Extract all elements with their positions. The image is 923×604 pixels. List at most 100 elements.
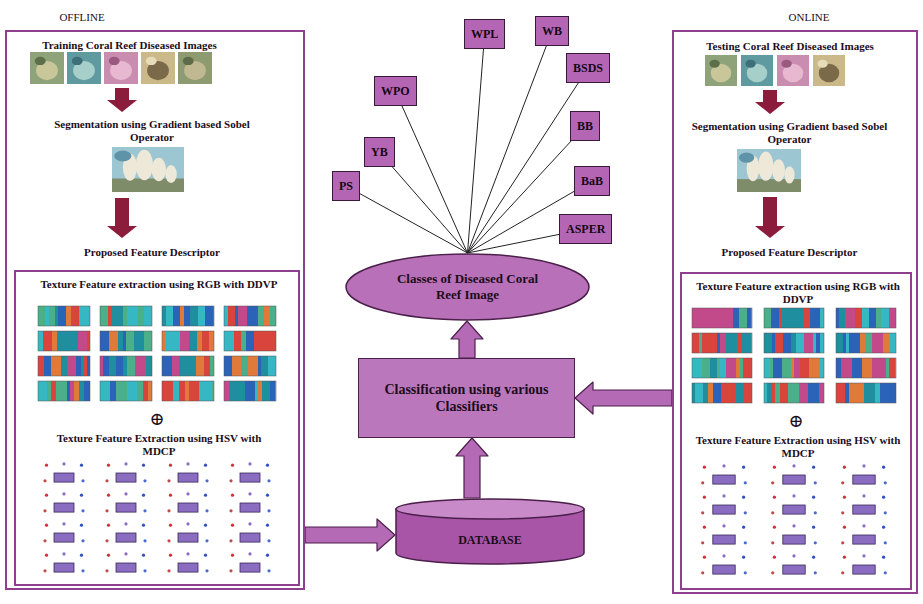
texture-band	[184, 306, 190, 326]
pattern-dot	[771, 511, 774, 514]
thumbnail-ground	[777, 55, 809, 86]
segment-coral	[758, 152, 773, 181]
texture-band	[800, 358, 809, 378]
texture-band	[820, 358, 824, 378]
pattern-dot	[722, 464, 725, 467]
pattern-dot	[744, 541, 747, 544]
texture-band	[740, 358, 743, 378]
text-slot: Segmentation using Gradient based Sobel …	[682, 120, 897, 146]
pattern-dot	[812, 496, 815, 499]
thumbnail-detail	[745, 60, 755, 68]
panel-text: Segmentation using Gradient based Sobel …	[47, 118, 257, 144]
texture-band	[67, 356, 76, 376]
pattern-block	[240, 533, 260, 542]
pattern-dot	[812, 556, 815, 559]
texture-tile	[836, 383, 896, 403]
texture-tile	[692, 358, 752, 378]
node-label: DATABASE	[458, 533, 522, 547]
text-slot: Texture Feature extraction using RGB wit…	[688, 280, 908, 306]
pattern-dot	[773, 466, 776, 469]
panel-text: ONLINE	[754, 11, 864, 24]
texture-band	[57, 331, 67, 351]
pattern-dot	[143, 509, 146, 512]
thumbnail-ground	[141, 52, 175, 84]
text-slot: Texture Feature Extraction using HSV wit…	[688, 434, 908, 460]
pattern-block	[713, 565, 735, 574]
feature-panel: Texture Feature extraction using RGB wit…	[14, 270, 300, 586]
texture-band	[177, 331, 180, 351]
pattern-dot	[124, 462, 127, 465]
thumbnail-ground	[30, 52, 64, 84]
texture-tile	[100, 356, 152, 376]
texture-band	[889, 383, 896, 403]
texture-tile	[38, 331, 90, 351]
texture-band	[836, 358, 841, 378]
segment-coral	[136, 150, 153, 181]
class-label: BaB	[581, 174, 603, 188]
pattern-dot	[266, 554, 269, 557]
texture-band	[134, 331, 137, 351]
pattern-dot	[105, 479, 108, 482]
pattern-dot	[43, 539, 46, 542]
texture-band	[772, 383, 775, 403]
texture-band	[703, 308, 713, 328]
texture-band	[43, 331, 52, 351]
pattern-dot	[792, 554, 795, 557]
pattern-dot	[231, 464, 234, 467]
texture-band	[852, 358, 862, 378]
texture-band	[845, 383, 849, 403]
texture-band	[849, 383, 856, 403]
feature-panel: Texture Feature extraction using RGB wit…	[680, 272, 912, 590]
pattern-dot	[205, 479, 208, 482]
pattern-dot	[167, 479, 170, 482]
texture-band	[81, 356, 84, 376]
pattern-dot	[124, 522, 127, 525]
texture-band	[813, 333, 816, 353]
online-panel: Texture Feature extraction using RGB wit…	[672, 30, 918, 594]
texture-band	[204, 356, 210, 376]
texture-band	[868, 358, 872, 378]
pattern-dot	[43, 509, 46, 512]
pattern-dot	[229, 539, 232, 542]
texture-band	[731, 383, 735, 403]
pattern-dot	[814, 511, 817, 514]
panel-text: OFFLINE	[27, 11, 137, 24]
texture-band	[883, 333, 889, 353]
pattern-block	[178, 473, 198, 482]
thumbnail-ground	[178, 52, 212, 84]
texture-band	[788, 308, 797, 328]
texture-band	[880, 383, 889, 403]
texture-band	[180, 306, 184, 326]
texture-band	[137, 381, 143, 401]
texture-band	[118, 331, 123, 351]
pattern-dot	[204, 524, 207, 527]
pattern-dot	[80, 554, 83, 557]
pattern-dot	[884, 541, 887, 544]
texture-band	[196, 356, 204, 376]
texture-band	[67, 331, 78, 351]
pattern-dot	[267, 539, 270, 542]
hsv-pattern-grid	[701, 464, 887, 574]
texture-band	[836, 308, 839, 328]
texture-band	[775, 333, 783, 353]
texture-band	[144, 331, 152, 351]
pattern-dot	[169, 524, 172, 527]
texture-band	[197, 331, 202, 351]
pattern-dot	[124, 552, 127, 555]
texture-band	[735, 383, 744, 403]
texture-band	[841, 358, 852, 378]
texture-band	[726, 333, 737, 353]
pattern-dot	[204, 464, 207, 467]
texture-band	[52, 331, 57, 351]
pattern-dot	[124, 492, 127, 495]
step-arrow	[755, 90, 785, 114]
texture-band	[185, 381, 189, 401]
pattern-block	[853, 535, 875, 544]
text-slot: ⊕	[682, 412, 910, 430]
texture-band	[58, 306, 66, 326]
texture-band	[737, 333, 741, 353]
pattern-dot	[266, 524, 269, 527]
texture-band	[865, 333, 872, 353]
texture-band	[108, 306, 112, 326]
texture-band	[856, 383, 864, 403]
